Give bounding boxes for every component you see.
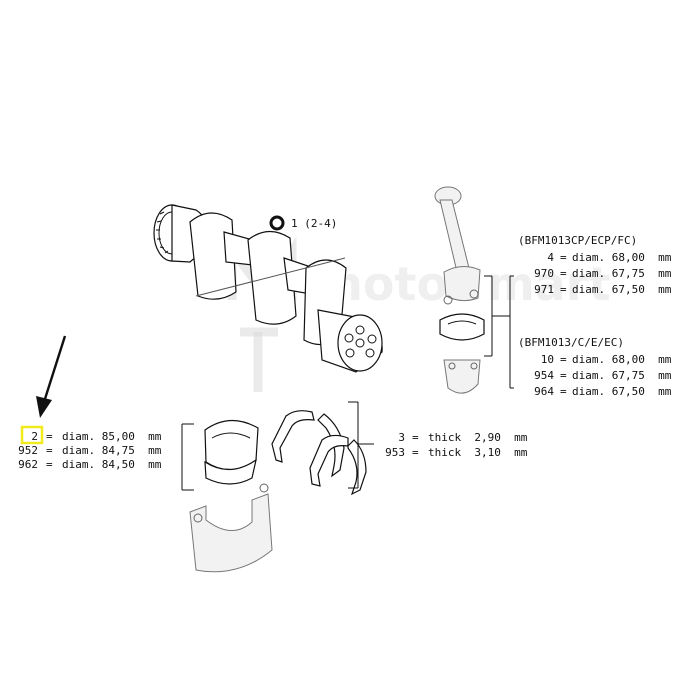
conrod-spec-code: 971 [534, 283, 554, 296]
conrod-spec-code: 4 [547, 251, 554, 264]
conrod-spec-equals: = [560, 251, 567, 264]
thrust-washer-spec-value: thick 2,90 mm [428, 431, 528, 444]
conrod-spec-value: diam. 68,00 mm [572, 251, 672, 264]
main-bearing-spec-value: diam. 84,75 mm [62, 444, 162, 457]
conrod-group-title: (BFM1013CP/ECP/FC) [518, 234, 637, 247]
main-bearing-spec-equals: = [46, 430, 53, 443]
main-bearing-spec-value: diam. 85,00 mm [62, 430, 162, 443]
main-bearing-spec-value: diam. 84,50 mm [62, 458, 162, 471]
highlight-box [20, 425, 44, 445]
conrod-group-title: (BFM1013/C/E/EC) [518, 336, 624, 349]
main-bearing-drawing [189, 419, 273, 573]
conrod-spec-equals: = [560, 267, 567, 280]
conrod-spec-equals: = [560, 369, 567, 382]
crankshaft-drawing [153, 204, 383, 373]
thrust-washer-spec-equals: = [412, 431, 419, 444]
thrust-washer-spec-code: 3 [398, 431, 405, 444]
conrod-bearing-specs: (BFM1013CP/ECP/FC) 4 = diam. 68,00 mm 970 = di… [518, 234, 672, 398]
thrust-washer-bracket [348, 401, 374, 489]
thrust-washer-spec-value: thick 3,10 mm [428, 446, 528, 459]
conrod-spec-value: diam. 67,50 mm [572, 385, 672, 398]
conrod-spec-value: diam. 67,75 mm [572, 369, 672, 382]
conrod-spec-equals: = [560, 385, 567, 398]
conrod-spec-code: 10 [541, 353, 554, 366]
conrod-spec-equals: = [560, 283, 567, 296]
conrod-bracket [484, 275, 514, 389]
main-bearing-spec-equals: = [46, 444, 53, 457]
conrod-spec-value: diam. 68,00 mm [572, 353, 672, 366]
conrod-spec-value: diam. 67,75 mm [572, 267, 672, 280]
main-bearing-spec-code: 952 [18, 444, 38, 457]
main-bearing-spec-code: 2 [31, 430, 38, 443]
connecting-rod-drawing [434, 186, 485, 394]
down-arrow-icon [36, 335, 67, 418]
conrod-spec-equals: = [560, 353, 567, 366]
thrust-washer-specs: 3 = thick 2,90 mm 953 = thick 3,10 mm [385, 431, 528, 459]
main-bearing-spec-code: 962 [18, 458, 38, 471]
main-bearing-spec-equals: = [46, 458, 53, 471]
ring-marker-icon [269, 215, 285, 231]
thrust-washers-drawing [271, 410, 367, 496]
conrod-spec-value: diam. 67,50 mm [572, 283, 672, 296]
main-bearing-bracket [181, 423, 194, 491]
thrust-washer-spec-code: 953 [385, 446, 405, 459]
thrust-washer-spec-equals: = [412, 446, 419, 459]
main-bearing-specs: 2 = diam. 85,00 mm 952 = diam. 84,75 mm 962 = di… [18, 430, 162, 471]
conrod-spec-code: 964 [534, 385, 554, 398]
callout-label: 1 (2-4) [291, 217, 337, 230]
conrod-spec-code: 954 [534, 369, 554, 382]
conrod-spec-code: 970 [534, 267, 554, 280]
